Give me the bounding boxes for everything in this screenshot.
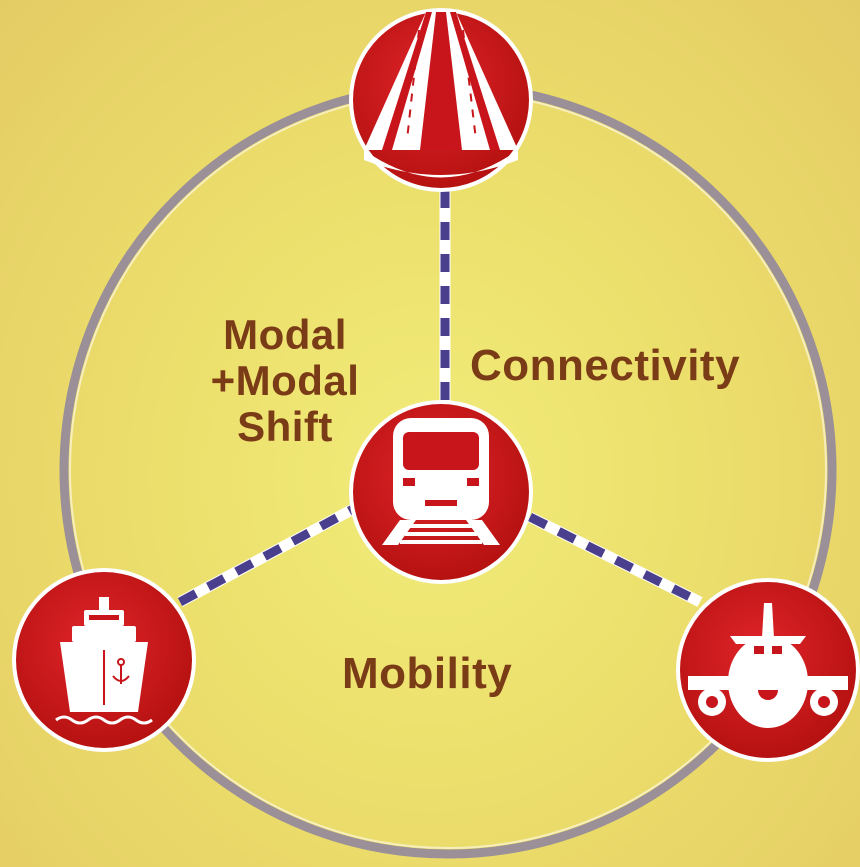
spoke-right [527, 512, 703, 607]
connectivity-label: Connectivity [470, 341, 741, 390]
highway-icon [364, 12, 518, 178]
modal-line3: Shift [237, 403, 333, 451]
airplane-node [676, 578, 860, 762]
highway-node [349, 8, 533, 192]
modal-shift-label: Modal +Modal Shift [185, 311, 385, 451]
modal-line2: +Modal [210, 357, 360, 405]
ship-node [12, 568, 196, 752]
train-icon [382, 418, 500, 545]
airplane-icon [688, 603, 848, 728]
ship-icon [55, 597, 153, 725]
dashed-spokes [177, 190, 703, 607]
mobility-label: Mobility [342, 649, 513, 698]
train-node [349, 400, 533, 584]
modal-line1: Modal [223, 311, 347, 358]
